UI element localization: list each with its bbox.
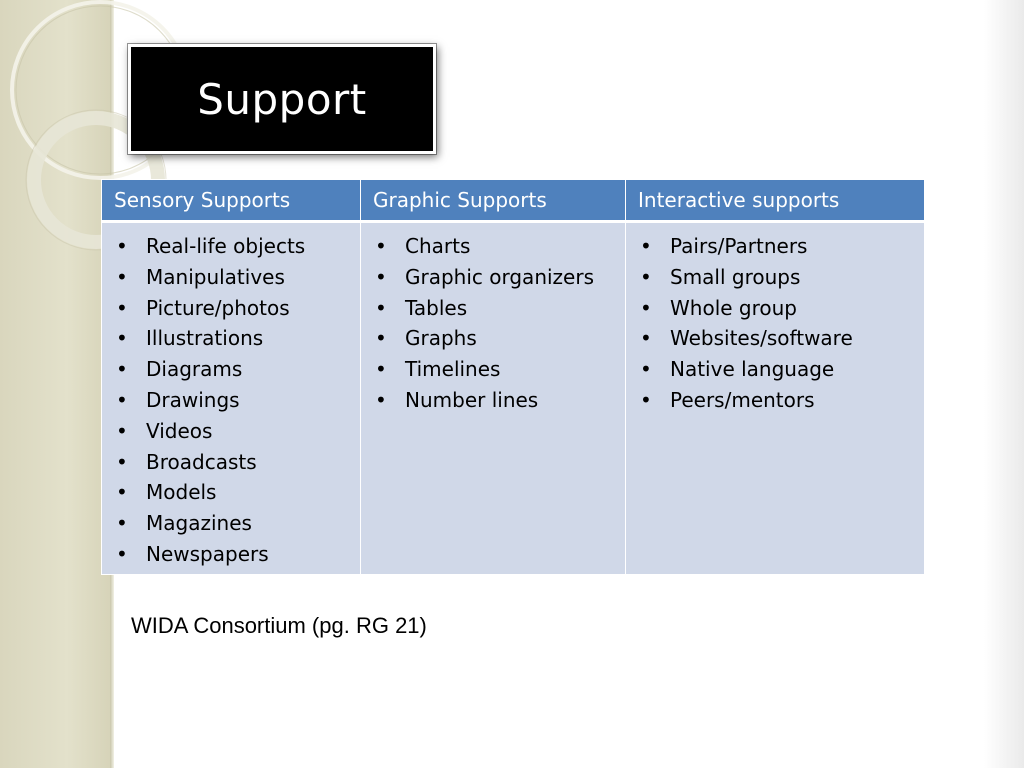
table-row: Real-life objects Manipulatives Picture/… [101,221,925,575]
list-item: Pairs/Partners [636,231,914,262]
list-item: Magazines [112,508,350,539]
header-interactive-supports: Interactive supports [625,179,925,223]
citation-text: WIDA Consortium (pg. RG 21) [131,613,427,638]
table-header-row: Sensory Supports Graphic Supports Intera… [101,179,925,223]
list-item: Graphs [371,323,615,354]
sensory-supports-list: Real-life objects Manipulatives Picture/… [112,231,350,570]
right-edge-shade [984,0,1024,768]
list-item: Videos [112,416,350,447]
header-sensory-supports: Sensory Supports [101,179,361,223]
list-item: Manipulatives [112,262,350,293]
list-item: Whole group [636,293,914,324]
graphic-supports-cell: Charts Graphic organizers Tables Graphs … [360,221,626,575]
list-item: Real-life objects [112,231,350,262]
list-item: Native language [636,354,914,385]
interactive-supports-list: Pairs/Partners Small groups Whole group … [636,231,914,416]
list-item: Number lines [371,385,615,416]
graphic-supports-list: Charts Graphic organizers Tables Graphs … [371,231,615,416]
sensory-supports-cell: Real-life objects Manipulatives Picture/… [101,221,361,575]
list-item: Models [112,477,350,508]
list-item: Newspapers [112,539,350,570]
list-item: Websites/software [636,323,914,354]
page-title: Support [197,74,367,124]
interactive-supports-cell: Pairs/Partners Small groups Whole group … [625,221,925,575]
list-item: Broadcasts [112,447,350,478]
list-item: Diagrams [112,354,350,385]
title-box: Support [128,44,436,154]
list-item: Drawings [112,385,350,416]
list-item: Picture/photos [112,293,350,324]
list-item: Small groups [636,262,914,293]
list-item: Charts [371,231,615,262]
list-item: Tables [371,293,615,324]
list-item: Peers/mentors [636,385,914,416]
list-item: Graphic organizers [371,262,615,293]
list-item: Timelines [371,354,615,385]
header-graphic-supports: Graphic Supports [360,179,626,223]
list-item: Illustrations [112,323,350,354]
supports-table: Sensory Supports Graphic Supports Intera… [101,179,925,575]
